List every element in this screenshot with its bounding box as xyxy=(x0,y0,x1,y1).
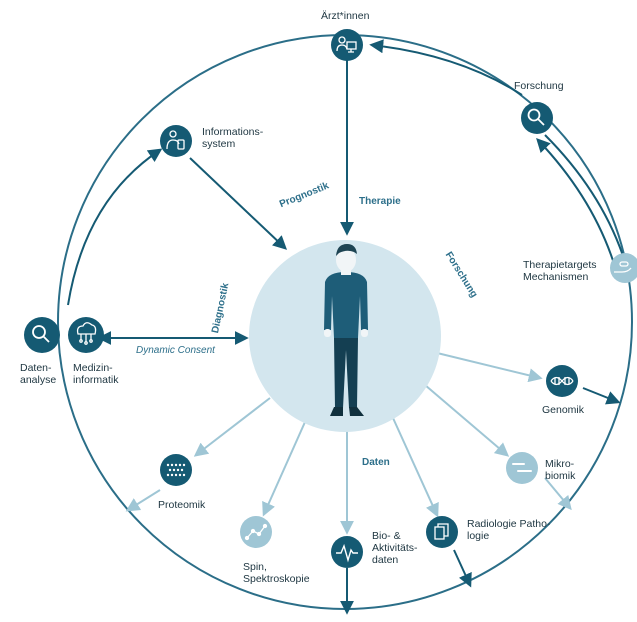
data-arrow-proteomik-ring xyxy=(125,489,161,512)
bacteria-icon xyxy=(512,463,532,472)
arrow-genomik-to-ring xyxy=(582,387,621,405)
label-forschung: Forschung xyxy=(514,80,564,92)
person-device-icon xyxy=(166,130,185,150)
node-radiologie xyxy=(426,516,458,548)
data-arrow-radiologie xyxy=(392,417,439,518)
node-datenanalyse xyxy=(24,317,60,353)
dots-grid-icon xyxy=(166,463,186,477)
arrow-forschung-to-aerzte xyxy=(369,39,523,96)
search-icon xyxy=(527,108,545,126)
label-radiologie: Radiologie Patho- logie xyxy=(467,518,551,542)
data-arrow-spin xyxy=(262,421,306,517)
node-bio xyxy=(331,536,363,568)
arrow-informationssystem-to-patient xyxy=(189,157,288,250)
arrow-medizininformatik-to-informationssystem xyxy=(67,148,163,306)
data-arrow-genomik xyxy=(432,351,543,383)
node-mikrobiomik xyxy=(506,452,538,484)
cloud-network-icon xyxy=(76,322,97,345)
label-aerzte: Ärzt*innen xyxy=(321,10,370,22)
arrow-targets-to-forschung xyxy=(536,137,617,271)
edge-label-therapie: Therapie xyxy=(359,196,401,207)
node-therapietargets xyxy=(610,253,637,283)
label-datenanalyse: Daten- analyse xyxy=(20,362,57,386)
label-proteomik: Proteomik xyxy=(158,499,206,511)
node-forschung xyxy=(521,102,553,134)
doctor-computer-icon xyxy=(336,36,357,53)
label-therapietargets: Therapietargets Mechanismen xyxy=(523,259,597,283)
node-informationssystem xyxy=(160,125,192,157)
node-spin xyxy=(240,516,272,548)
spectrum-icon xyxy=(244,523,268,541)
data-arrow-mikrobiomik-ring xyxy=(544,477,572,511)
heartbeat-icon xyxy=(336,543,358,563)
edge-label-dynamic-consent: Dynamic Consent xyxy=(136,345,215,356)
data-arrow-mikrobiomik xyxy=(424,384,510,457)
label-mikrobiomik: Mikro- biomik xyxy=(545,458,576,482)
edge-label-daten: Daten xyxy=(362,457,390,468)
node-aerzte xyxy=(331,29,363,61)
documents-icon xyxy=(434,523,449,540)
label-bio: Bio- & Aktivitäts- daten xyxy=(372,530,418,566)
dna-icon xyxy=(550,376,574,386)
label-informationssystem: Informations- system xyxy=(202,126,264,150)
node-medizininformatik xyxy=(68,317,104,353)
node-proteomik xyxy=(160,454,192,486)
label-medizininformatik: Medizin- informatik xyxy=(73,362,119,386)
arrow-radiologie-to-ring xyxy=(453,549,472,588)
hand-pill-icon xyxy=(614,261,632,273)
label-genomik: Genomik xyxy=(542,404,585,416)
patient-figure xyxy=(324,244,368,416)
search-icon xyxy=(32,325,50,343)
data-arrow-proteomik xyxy=(193,397,271,457)
arrow-forschung-to-targets xyxy=(544,134,631,271)
node-genomik xyxy=(546,365,578,397)
label-spin: Spin, Spektroskopie xyxy=(243,561,310,585)
